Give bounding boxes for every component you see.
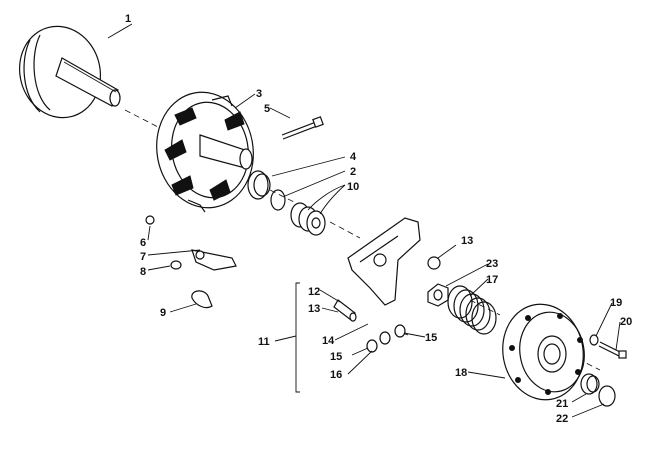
callout-15-right: 15: [425, 332, 437, 344]
callout-17: 17: [486, 274, 498, 286]
callout-14: 14: [322, 335, 335, 347]
callout-5: 5: [264, 103, 270, 115]
callout-22: 22: [556, 413, 568, 425]
callout-10: 10: [347, 181, 359, 193]
callout-13-upper: 13: [461, 235, 473, 247]
callout-15-left: 15: [330, 351, 342, 363]
leader-lines: [107, 23, 621, 418]
callout-11: 11: [258, 336, 270, 348]
roller-pin-12: [333, 299, 357, 322]
callout-9: 9: [160, 307, 166, 319]
callout-12: 12: [308, 286, 320, 298]
callout-3: 3: [256, 88, 262, 100]
callout-20: 20: [620, 316, 632, 328]
spider-arm: [347, 217, 421, 306]
callout-4: 4: [350, 151, 357, 163]
callout-18: 18: [455, 367, 467, 379]
callout-7: 7: [140, 251, 146, 263]
roller-13-upper: [427, 256, 441, 270]
pin-8: [170, 260, 182, 270]
callout-21: 21: [556, 398, 568, 410]
fixed-sheave-shaft: [18, 25, 121, 119]
bolt-5: [281, 116, 324, 140]
callouts: 1 2 3 4 5 6 7 8 9 10 11 12 13 13 14 15 1…: [125, 13, 632, 425]
movable-sheave: [156, 91, 254, 213]
callout-19: 19: [610, 297, 622, 309]
nut-6: [145, 215, 155, 225]
callout-16: 16: [330, 369, 342, 381]
nut-23: [427, 283, 449, 307]
callout-8: 8: [140, 266, 146, 278]
screw-19-20: [589, 334, 627, 359]
callout-13-lower: 13: [308, 303, 320, 315]
bushing-4: [247, 170, 271, 200]
bushing-21-ring-22: [580, 373, 616, 407]
callout-2: 2: [350, 166, 356, 178]
weight-arm-7: [191, 249, 237, 271]
washers-15-16: [366, 324, 406, 353]
clip-9: [191, 290, 213, 309]
washers-10: [290, 202, 326, 236]
callout-23: 23: [486, 258, 498, 270]
spring-17: [447, 285, 497, 335]
cover-18: [502, 303, 585, 401]
group-bracket-11: [295, 282, 300, 393]
callout-6: 6: [140, 237, 146, 249]
ring-2: [270, 189, 286, 211]
callout-1: 1: [125, 13, 131, 25]
